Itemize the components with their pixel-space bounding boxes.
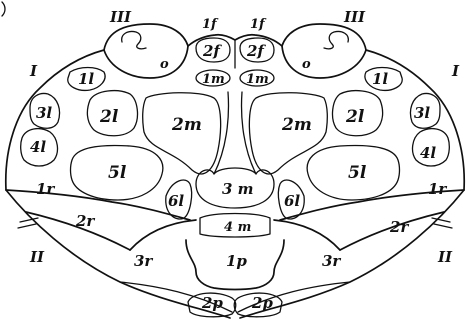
divider-2r-right (339, 211, 445, 251)
lobe-5l-right (306, 144, 401, 201)
lobe-2m-left (142, 92, 222, 175)
eye-socket-right (323, 30, 349, 50)
posterior-arc-right (237, 281, 351, 313)
lobe-4m (199, 212, 271, 238)
label-II-right: II (437, 248, 453, 266)
orbit-right (281, 45, 367, 79)
label-6l-right: 6l (284, 192, 300, 210)
lobe-3l-right (409, 92, 441, 129)
lobe-2l-left (86, 89, 139, 137)
notch-right (431, 217, 453, 229)
label-1f-left: 1f (202, 17, 219, 32)
label-2l-left: 2l (99, 107, 119, 127)
label-4m: 4 m (224, 220, 251, 235)
label-I-left: I (29, 62, 38, 80)
label-5l-left: 5l (108, 163, 127, 183)
lobe-1l-right (364, 66, 403, 92)
label-6l-left: 6l (168, 192, 184, 210)
lobe-4l-left (20, 127, 59, 167)
divider-3r-left (129, 219, 197, 251)
label-4l-left: 4l (30, 138, 46, 156)
label-3l-right: 3l (414, 104, 430, 122)
label-III-left: III (109, 8, 132, 26)
label-2p-right: 2p (251, 294, 273, 312)
central-stalk-left (213, 91, 230, 175)
divider-3r-right (273, 219, 341, 251)
label-1l-left: 1l (78, 70, 94, 88)
label-1r-left: 1r (36, 180, 55, 198)
label-2f-left: 2f (202, 42, 222, 60)
label-3r-right: 3r (322, 252, 341, 270)
lobe-2p-left (187, 292, 237, 318)
notch-left (17, 217, 39, 229)
lobe-3l-left (29, 92, 61, 129)
label-II-left: II (29, 248, 45, 266)
label-2f-right: 2f (246, 42, 266, 60)
label-III-right: III (343, 8, 366, 26)
lobe-2m-right (248, 92, 328, 175)
divider-1r-left (5, 189, 191, 221)
divider-2r-left (25, 211, 131, 251)
label-4l-right: 4l (420, 144, 436, 162)
label-2r-right: 2r (389, 218, 409, 236)
lobe-2l-right (331, 89, 384, 137)
label-2m-left: 2m (171, 115, 202, 135)
corner-mark (1, 1, 6, 17)
label-2p-left: 2p (201, 294, 223, 312)
label-2m-right: 2m (281, 115, 312, 135)
lobe-4l-right (411, 127, 450, 167)
label-2l-right: 2l (345, 107, 365, 127)
label-3r-left: 3r (134, 252, 153, 270)
label-o-right: o (302, 57, 311, 72)
label-I-right: I (451, 62, 460, 80)
mesogastric-1m-left (195, 69, 231, 87)
label-3l-left: 3l (36, 104, 52, 122)
divider-1r-right (279, 189, 465, 221)
frontal-2f-left (195, 37, 231, 63)
label-1p: 1p (226, 252, 247, 270)
lobe-3m (195, 167, 275, 209)
frontal-2f-right (239, 37, 275, 63)
label-1r-right: 1r (428, 180, 447, 198)
carapace-lower-right (239, 189, 465, 319)
lobe-2p-right (233, 292, 283, 318)
posterior-arc-left (119, 281, 233, 313)
lobe-1p (185, 239, 285, 291)
central-stalk-right (240, 91, 257, 175)
label-o-left: o (160, 57, 169, 72)
eye-socket-left (121, 30, 147, 50)
label-5l-right: 5l (348, 163, 367, 183)
label-1m-left: 1m (202, 72, 225, 87)
label-1m-right: 1m (246, 72, 269, 87)
label-3m: 3 m (222, 180, 254, 198)
label-1f-right: 1f (250, 17, 267, 32)
lobe-1l-left (67, 66, 106, 92)
orbit-left (103, 45, 189, 79)
mesogastric-1m-right (239, 69, 275, 87)
lobe-5l-left (69, 144, 164, 201)
label-2r-left: 2r (75, 212, 95, 230)
label-1l-right: 1l (372, 70, 388, 88)
